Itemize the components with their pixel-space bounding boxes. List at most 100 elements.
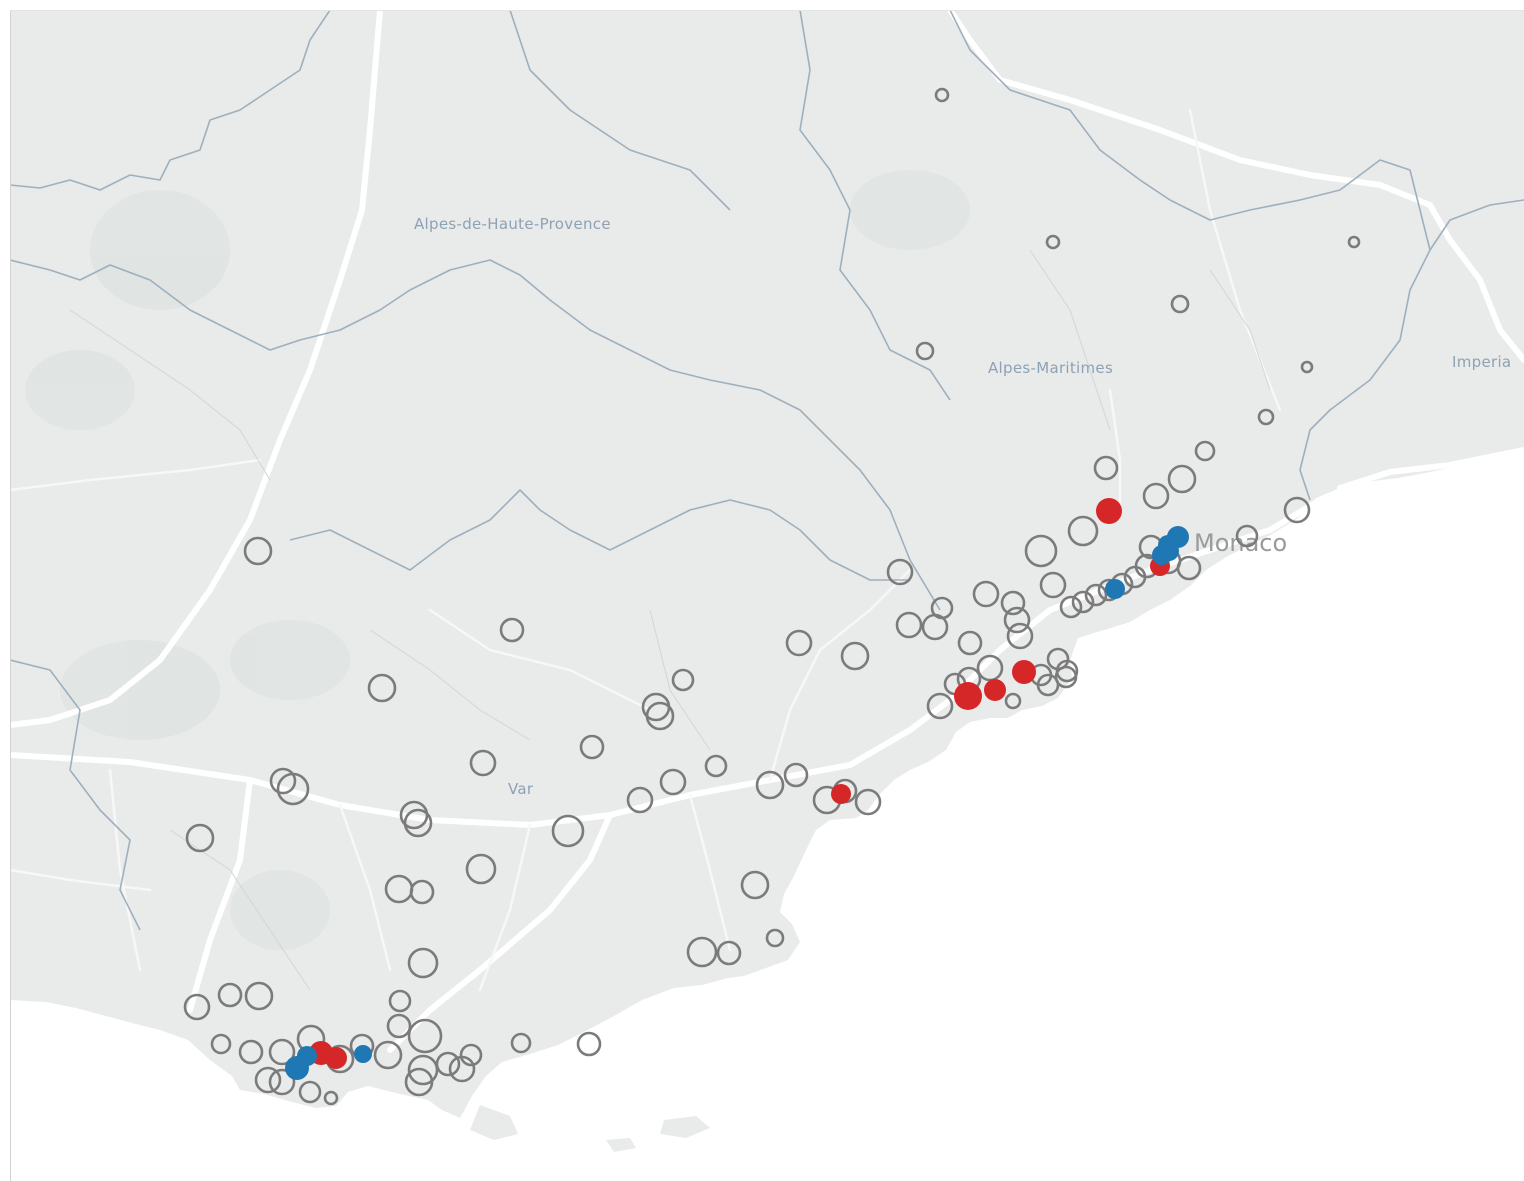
region-label-var: Var [508,780,534,798]
outline-marker[interactable] [1300,360,1314,374]
outline-marker[interactable] [1194,440,1216,462]
outline-marker[interactable] [1059,595,1083,619]
outline-marker[interactable] [1004,692,1022,710]
blue-marker[interactable] [1105,579,1125,599]
blue-marker[interactable] [1159,541,1179,561]
outline-marker[interactable] [1071,590,1095,614]
outline-marker[interactable] [407,1054,439,1086]
region-label-alpes-maritimes: Alpes-Maritimes [988,359,1113,377]
outline-marker[interactable] [404,1067,434,1097]
outline-marker[interactable] [254,1066,282,1094]
outline-marker[interactable] [373,1040,403,1070]
outline-marker[interactable] [1347,235,1361,249]
outline-marker[interactable] [785,629,813,657]
outline-marker[interactable] [1067,515,1099,547]
outline-marker[interactable] [704,754,728,778]
outline-marker[interactable] [1039,571,1067,599]
outline-marker[interactable] [957,630,983,656]
outline-marker[interactable] [1084,583,1108,607]
outline-marker[interactable] [579,734,605,760]
outline-marker[interactable] [276,772,310,806]
outline-marker[interactable] [244,981,274,1011]
outline-marker[interactable] [765,928,785,948]
outline-marker[interactable] [1235,524,1259,548]
outline-marker[interactable] [755,770,785,800]
outline-marker[interactable] [510,1032,532,1054]
outline-marker[interactable] [1093,455,1119,481]
region-label-alpes-de-haute-provence: Alpes-de-Haute-Provence [414,215,611,233]
outline-marker[interactable] [185,823,215,853]
outline-marker[interactable] [407,1018,443,1054]
outline-marker[interactable] [388,989,412,1013]
outline-marker[interactable] [1000,590,1026,616]
outline-marker[interactable] [448,1055,476,1083]
outline-marker[interactable] [386,1013,412,1039]
outline-marker[interactable] [934,87,950,103]
red-marker[interactable] [984,679,1006,701]
outline-marker[interactable] [926,692,954,720]
outline-marker[interactable] [1024,534,1058,568]
outline-marker[interactable] [268,1068,296,1096]
outline-marker[interactable] [921,613,949,641]
land-area [10,10,1524,1118]
outline-marker[interactable] [435,1051,461,1077]
red-marker[interactable] [1096,498,1122,524]
outline-marker[interactable] [895,611,923,639]
map-canvas[interactable]: Alpes-de-Haute-Provence Alpes-Maritimes … [10,10,1524,1181]
outline-marker[interactable] [915,341,935,361]
outline-marker[interactable] [268,1038,296,1066]
outline-marker[interactable] [645,701,675,731]
outline-marker[interactable] [1123,565,1147,589]
outline-marker[interactable] [238,1039,264,1065]
outline-marker[interactable] [183,993,211,1021]
outline-marker[interactable] [1054,665,1078,689]
map-frame[interactable]: Alpes-de-Haute-Provence Alpes-Maritimes … [10,10,1524,1181]
land-area [660,1116,710,1138]
outline-marker[interactable] [976,654,1004,682]
outline-marker[interactable] [269,767,297,795]
outline-marker[interactable] [716,940,742,966]
outline-marker[interactable] [1167,464,1197,494]
outline-marker[interactable] [1176,555,1202,581]
outline-marker[interactable] [1006,622,1034,650]
blue-marker[interactable] [297,1046,317,1066]
outline-marker[interactable] [1170,294,1190,314]
outline-marker[interactable] [671,668,695,692]
borders [10,10,1524,931]
outline-marker[interactable] [298,1080,322,1104]
outline-marker[interactable] [499,617,525,643]
red-marker[interactable] [1012,660,1036,684]
outline-marker[interactable] [686,936,718,968]
outline-marker[interactable] [469,749,497,777]
outline-marker[interactable] [1142,482,1170,510]
outline-marker[interactable] [886,558,914,586]
outline-marker[interactable] [465,853,497,885]
outline-marker[interactable] [551,814,585,848]
red-marker[interactable] [325,1047,347,1069]
outline-marker[interactable] [972,580,1000,608]
outline-marker[interactable] [217,982,243,1008]
outline-marker[interactable] [783,762,809,788]
terrain-shading [25,170,970,950]
outline-marker[interactable] [740,870,770,900]
outline-marker[interactable] [840,641,870,671]
red-marker[interactable] [954,682,982,710]
outline-marker[interactable] [323,1090,339,1106]
outline-marker[interactable] [367,673,397,703]
blue-marker[interactable] [354,1045,372,1063]
outline-marker[interactable] [1045,234,1061,250]
outline-marker[interactable] [1283,496,1311,524]
outline-marker[interactable] [403,808,433,838]
outline-marker[interactable] [243,536,273,566]
outline-marker[interactable] [1003,606,1031,634]
outline-marker[interactable] [576,1031,602,1057]
outline-marker[interactable] [409,879,435,905]
outline-marker[interactable] [659,768,687,796]
red-marker[interactable] [831,784,851,804]
outline-marker[interactable] [854,788,882,816]
outline-marker[interactable] [210,1033,232,1055]
outline-marker[interactable] [407,947,439,979]
outline-marker[interactable] [626,786,654,814]
outline-marker[interactable] [1257,408,1275,426]
outline-marker[interactable] [459,1043,483,1067]
